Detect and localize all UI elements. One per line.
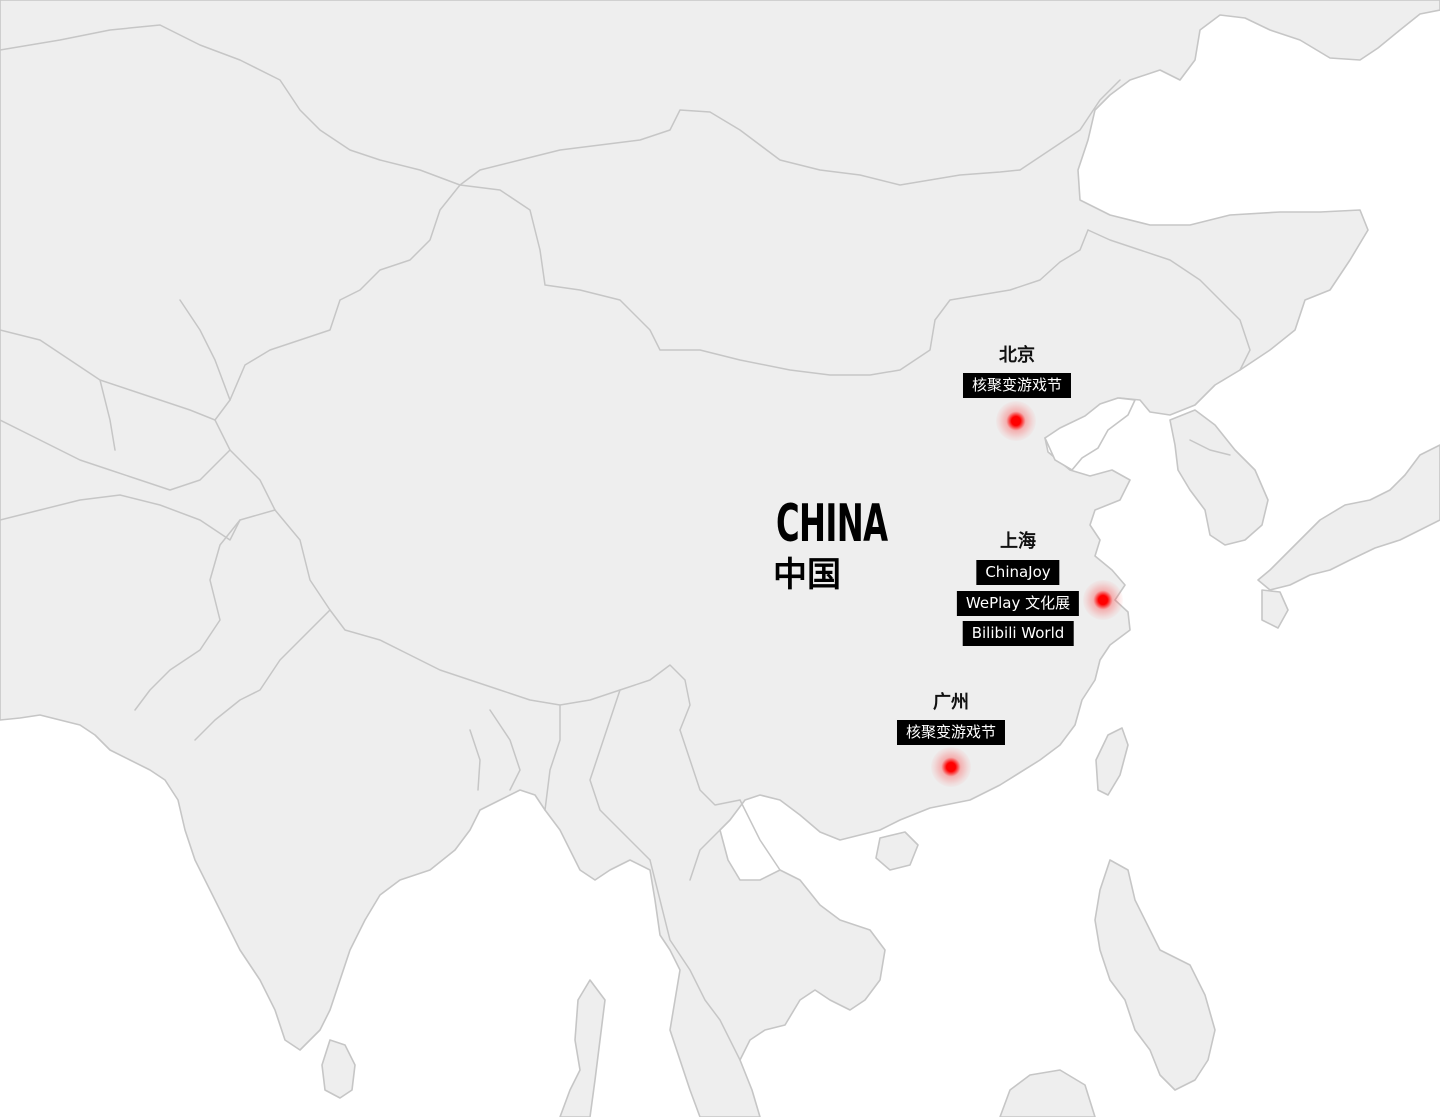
country-name-zh: 中国	[773, 555, 841, 595]
event-tag-beijing-1[interactable]: 核聚变游戏节	[962, 373, 1072, 398]
border-mongolia-north	[459, 109, 1021, 186]
city-name-shanghai: 上海	[1000, 531, 1036, 552]
event-tag-shanghai-2[interactable]: WePlay 文化展	[956, 591, 1080, 616]
location-marker-beijing[interactable]	[996, 401, 1036, 441]
country-label: CHINA 中国	[757, 494, 888, 596]
border-central-asia	[0, 299, 241, 541]
hainan-island	[875, 831, 919, 871]
border-russia-kazakh	[0, 24, 461, 186]
country-name-en: CHINA	[776, 494, 888, 554]
philippines-islands	[1094, 859, 1216, 1091]
border-southeast-asia	[544, 689, 741, 861]
border-vietnam	[689, 799, 781, 881]
border-india-north	[134, 509, 331, 741]
japan-kyushu	[1261, 589, 1289, 629]
event-tag-shanghai-1[interactable]: ChinaJoy	[976, 560, 1060, 585]
city-name-beijing: 北京	[999, 345, 1035, 366]
japan-islands	[1257, 444, 1440, 591]
border-korea	[1189, 439, 1231, 456]
taiwan-island	[1095, 727, 1129, 796]
event-tag-shanghai-3[interactable]: Bilibili World	[962, 621, 1074, 646]
sri-lanka-island	[321, 1039, 356, 1099]
location-marker-guangzhou[interactable]	[931, 747, 971, 787]
border-mongolia-south	[459, 184, 1089, 376]
borneo-fragment	[999, 1069, 1096, 1117]
location-marker-shanghai[interactable]	[1083, 580, 1123, 620]
border-bangladesh	[469, 709, 521, 791]
event-tag-guangzhou-1[interactable]: 核聚变游戏节	[896, 720, 1006, 745]
border-northeast	[1019, 79, 1251, 371]
korean-peninsula	[1169, 409, 1269, 546]
border-myanmar-thai	[649, 859, 741, 1061]
border-china-west	[214, 184, 461, 511]
bohai-sea	[1043, 397, 1137, 472]
city-name-guangzhou: 广州	[933, 692, 969, 713]
malay-peninsula-edge	[559, 979, 606, 1117]
